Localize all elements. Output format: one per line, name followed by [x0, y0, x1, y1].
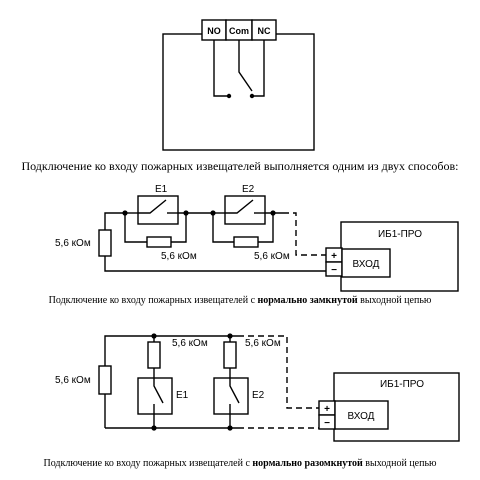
- resistor-e1-label: 5,6 кОм: [161, 251, 197, 262]
- end-resistor-label: 5,6 кОм: [55, 238, 91, 249]
- end-resistor: [98, 229, 112, 257]
- terminal-minus-2-label: −: [324, 418, 330, 429]
- resistor-e1: [146, 236, 172, 248]
- input-block: [341, 248, 391, 278]
- device-ib1-pro-2: ИБ1-ПРО + − ВХОД: [318, 372, 460, 442]
- resistor-branch-e2: [223, 341, 237, 369]
- detector-e1-label: E1: [155, 184, 168, 195]
- end-resistor-2-label: 5,6 кОм: [55, 375, 91, 386]
- top-bus-continuation: [238, 335, 319, 409]
- detector-e1-2-label: E1: [176, 390, 189, 401]
- detector-e1: [122, 195, 213, 248]
- terminal-minus-label: −: [331, 265, 337, 276]
- terminal-no-label: NO: [207, 26, 221, 36]
- resistor-branch-e1-label: 5,6 кОм: [172, 338, 208, 349]
- input-label: ВХОД: [353, 259, 380, 270]
- terminal-plus-2-label: +: [324, 404, 330, 415]
- loop-continuation: [283, 212, 326, 256]
- resistor-branch-e2-label: 5,6 кОм: [245, 338, 281, 349]
- detector-e2: [210, 195, 283, 248]
- detector-e2-label: E2: [242, 184, 255, 195]
- terminal-nc-label: NC: [258, 26, 271, 36]
- resistor-e2: [233, 236, 259, 248]
- relay-contact-symbol: [213, 40, 265, 99]
- scheme-normally-open: 5,6 кОм 5,6 кОм E1 5,6 кОм E2: [43, 333, 460, 469]
- detector-e1-2: [137, 377, 173, 415]
- detector-branch-e2: [213, 333, 249, 431]
- caption-normally-closed: Подключение ко входу пожарных извещателе…: [49, 295, 432, 306]
- terminal-com-label: Com: [229, 26, 249, 36]
- relay-block: NO Com NC: [162, 19, 315, 151]
- resistor-branch-e1: [147, 341, 161, 369]
- detector-e2-2: [213, 377, 249, 415]
- device-title-2: ИБ1-ПРО: [380, 379, 424, 390]
- resistor-e2-label: 5,6 кОм: [254, 251, 290, 262]
- device-title: ИБ1-ПРО: [378, 229, 422, 240]
- input-label-2: ВХОД: [348, 411, 375, 422]
- intro-text: Подключение ко входу пожарных извещателе…: [21, 159, 458, 173]
- top-bus: [104, 335, 238, 428]
- detector-branch-e1: [137, 333, 173, 431]
- detector-e2-2-label: E2: [252, 390, 265, 401]
- scheme-normally-closed: 5,6 кОм E1 5,6 кОм: [49, 184, 459, 306]
- input-block-2: [334, 400, 389, 430]
- terminal-plus-label: +: [331, 251, 337, 262]
- caption-normally-open: Подключение ко входу пожарных извещателе…: [43, 458, 437, 469]
- device-ib1-pro: ИБ1-ПРО + − ВХОД: [325, 221, 459, 292]
- end-resistor-2: [98, 365, 112, 395]
